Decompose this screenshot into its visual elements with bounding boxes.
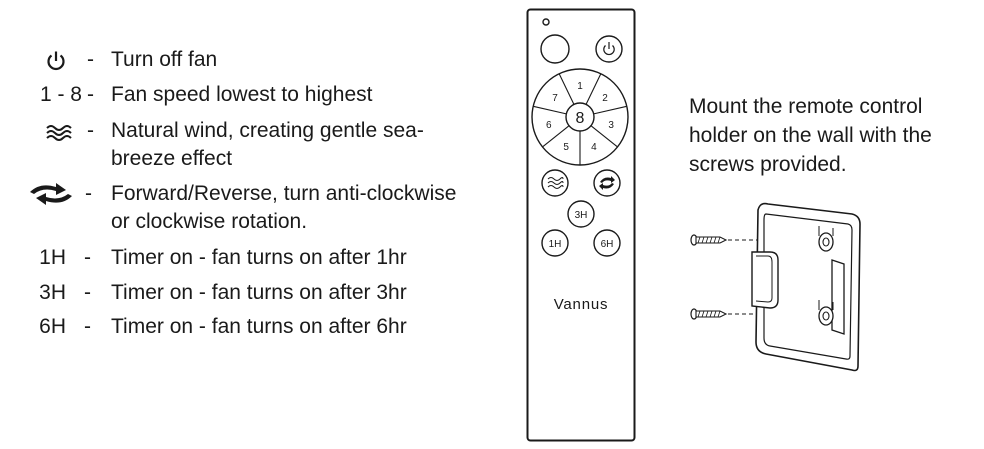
- mount-instructions-line: holder on the wall with the: [689, 124, 932, 147]
- legend-item-speed: 1 - 8 - Fan speed lowest to highest: [0, 82, 520, 108]
- power-icon[interactable]: [595, 35, 623, 63]
- legend-description: or clockwise rotation.: [111, 210, 308, 233]
- speed-button-2[interactable]: 2: [602, 93, 608, 104]
- speed-button-3[interactable]: 3: [608, 120, 614, 131]
- speed-dial-dividers: [533, 73, 627, 165]
- legend-dash: -: [84, 315, 91, 338]
- mount-instructions-line: screws provided.: [689, 153, 847, 176]
- speed-button-5[interactable]: 5: [563, 142, 569, 153]
- timer-3h-button[interactable]: 3H: [567, 200, 595, 228]
- speed-dial-divider: [558, 73, 575, 105]
- legend-description: Natural wind, creating gentle sea-: [111, 119, 424, 142]
- power-icon: [40, 48, 68, 73]
- timer-1h-label: 1H: [549, 239, 562, 250]
- wall-holder-icon: [751, 202, 861, 372]
- legend-dash: -: [84, 246, 91, 269]
- mount-instructions: Mount the remote control holder on the w…: [689, 92, 979, 179]
- legend-symbol: 1 - 8: [39, 83, 82, 106]
- legend-dash: -: [84, 281, 91, 304]
- speed-button-6[interactable]: 6: [546, 120, 552, 131]
- speed-button-4[interactable]: 4: [591, 142, 597, 153]
- speed-center-label: 8: [576, 110, 585, 127]
- speed-dial-divider: [593, 105, 627, 115]
- legend-item-power: - Turn off fan: [0, 47, 520, 73]
- wall-holder-diagram: [686, 196, 876, 376]
- legend-description: Timer on - fan turns on after 3hr: [111, 281, 407, 304]
- speed-dial-divider: [590, 125, 618, 148]
- legend-dash: -: [87, 119, 94, 142]
- speed-button-1[interactable]: 1: [577, 81, 583, 92]
- forward-reverse-icon[interactable]: [593, 169, 621, 197]
- indicator-light-icon: [542, 18, 550, 26]
- legend-description: Timer on - fan turns on after 6hr: [111, 315, 407, 338]
- legend-description: Fan speed lowest to highest: [111, 83, 373, 106]
- legend-symbol: 3H: [39, 281, 66, 304]
- timer-1h-button[interactable]: 1H: [541, 229, 569, 257]
- button-legend: - Turn off fan 1 - 8 - Fan speed lowest …: [0, 47, 520, 340]
- natural-wind-icon: [42, 120, 72, 145]
- legend-item-timer-3h: 3H - Timer on - fan turns on after 3hr: [0, 280, 520, 306]
- speed-dial-divider: [585, 73, 602, 105]
- legend-item-timer-1h: 1H - Timer on - fan turns on after 1hr: [0, 245, 520, 271]
- legend-dash: -: [87, 48, 94, 71]
- legend-symbol: 1H: [39, 246, 66, 269]
- forward-reverse-icon: [26, 181, 76, 207]
- brand-label: Vannus: [554, 296, 609, 313]
- screw-icon: [690, 234, 820, 246]
- speed-dial-divider: [533, 105, 567, 115]
- speed-button-center[interactable]: [565, 102, 595, 132]
- legend-item-timer-6h: 6H - Timer on - fan turns on after 6hr: [0, 314, 520, 340]
- legend-description: Forward/Reverse, turn anti-clockwise: [111, 182, 457, 205]
- legend-description: Timer on - fan turns on after 1hr: [111, 246, 407, 269]
- timer-6h-button[interactable]: 6H: [593, 229, 621, 257]
- timer-6h-label: 6H: [601, 239, 614, 250]
- speed-button-7[interactable]: 7: [552, 93, 558, 104]
- legend-description: breeze effect: [111, 147, 233, 170]
- timer-3h-label: 3H: [575, 210, 588, 221]
- legend-dash: -: [85, 182, 92, 205]
- natural-wind-icon[interactable]: [541, 169, 569, 197]
- blank-button-icon[interactable]: [540, 34, 570, 64]
- wall-holder-drawing: [690, 202, 861, 372]
- legend-dash: -: [87, 83, 94, 106]
- legend-item-forward-reverse: - Forward/Reverse, turn anti-clockwise o…: [0, 181, 520, 233]
- legend-item-natural-wind: - Natural wind, creating gentle sea- bre…: [0, 118, 520, 170]
- screw-icon: [690, 308, 820, 320]
- mount-instructions-line: Mount the remote control: [689, 95, 923, 118]
- speed-dial-divider: [542, 125, 570, 148]
- legend-description: Turn off fan: [111, 48, 218, 71]
- legend-symbol: 6H: [39, 315, 66, 338]
